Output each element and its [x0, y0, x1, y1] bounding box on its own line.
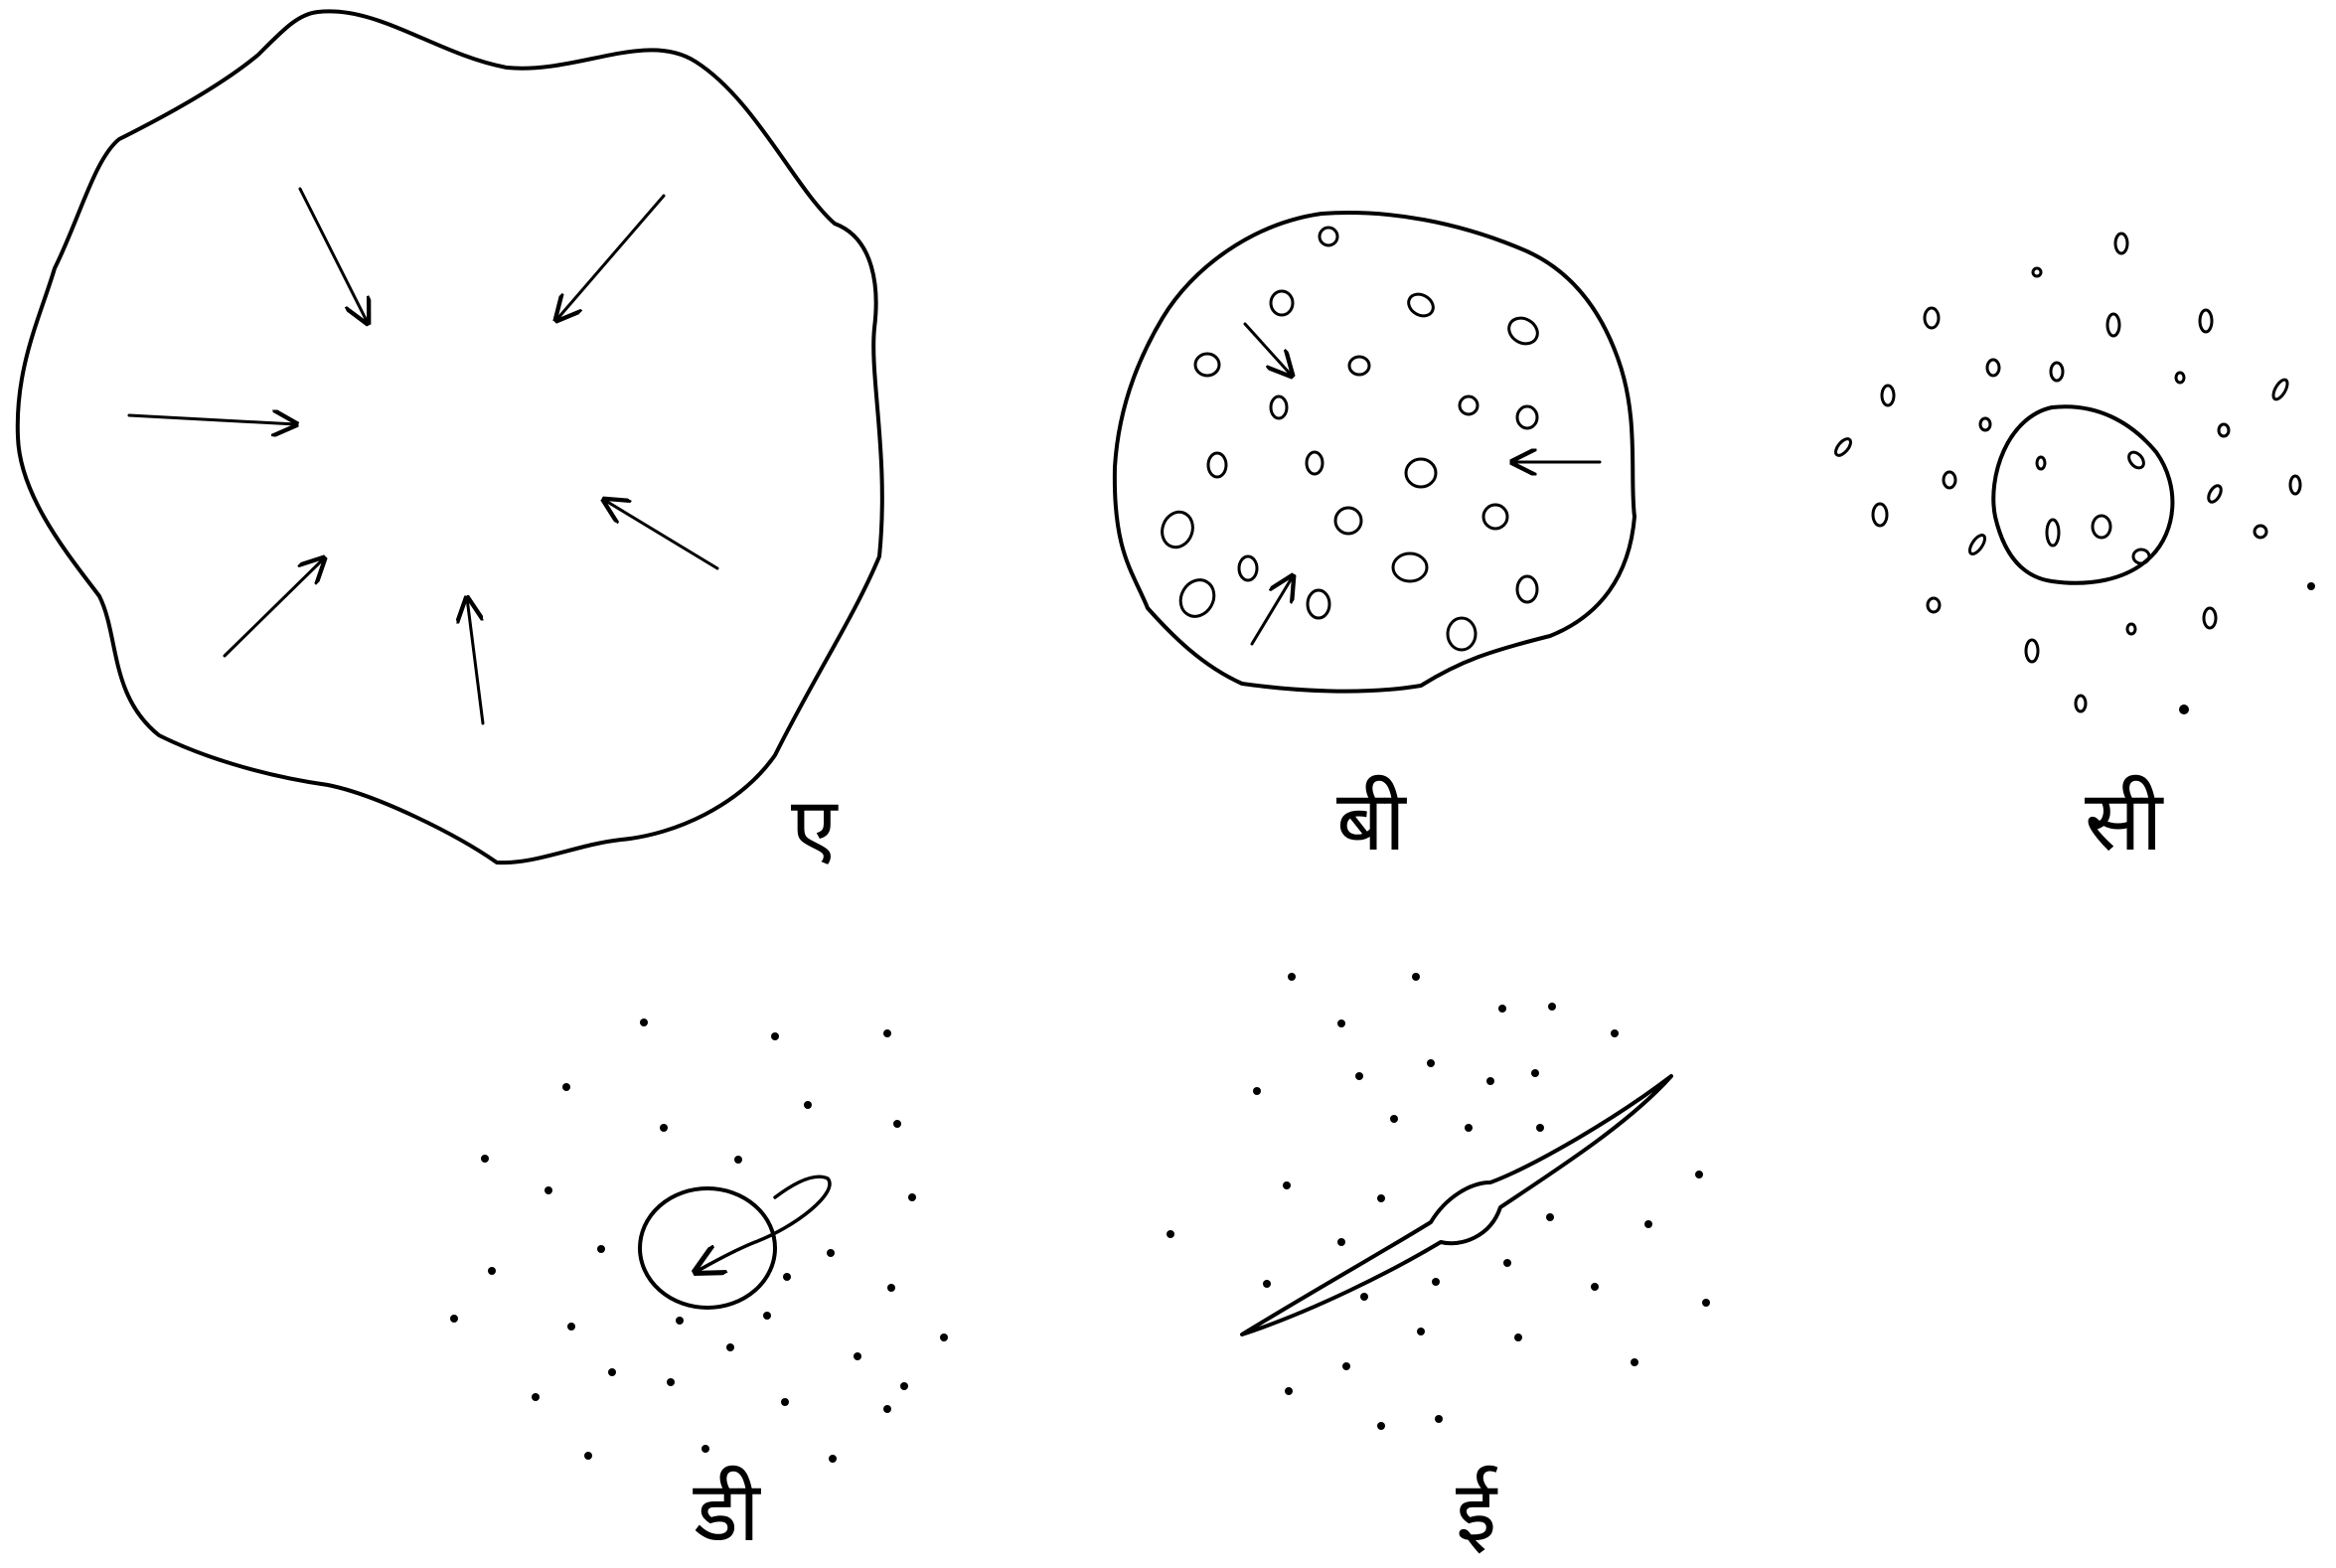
panel-b: बी	[1115, 213, 1635, 869]
panel-d-label: डी	[693, 1463, 761, 1560]
panel-a-arrow	[556, 196, 664, 320]
panel-b-arrow	[1245, 324, 1292, 376]
panel-c-label: सी	[2085, 772, 2164, 869]
panel-b-fragments	[1158, 228, 1542, 650]
panel-b-label: बी	[1336, 772, 1407, 869]
panel-e-dust	[1167, 973, 1710, 1430]
panel-a-arrow	[300, 189, 368, 323]
panel-b-cloud-outline	[1115, 213, 1635, 692]
panel-c: सी	[1833, 234, 2315, 869]
panel-d-protostar	[640, 1188, 775, 1308]
panel-d: डी	[450, 1019, 948, 1560]
panel-c-core-outline	[1993, 406, 2172, 583]
panel-d-spiral-arm	[696, 1176, 830, 1272]
panel-c-fragments	[1833, 234, 2315, 714]
panel-e: ई	[1167, 973, 1710, 1560]
panel-a-arrow	[604, 500, 717, 568]
panel-a-arrow	[467, 598, 483, 723]
panel-e-label: ई	[1456, 1463, 1498, 1560]
panel-a-cloud-outline	[18, 11, 882, 862]
panel-e-disk	[1242, 1076, 1671, 1334]
panel-a: ए	[18, 11, 882, 876]
panel-d-dust	[450, 1019, 948, 1463]
panel-a-label: ए	[791, 779, 839, 876]
panel-a-arrow	[225, 558, 324, 656]
panel-b-arrow	[1252, 576, 1293, 644]
panel-a-arrow	[129, 415, 296, 424]
